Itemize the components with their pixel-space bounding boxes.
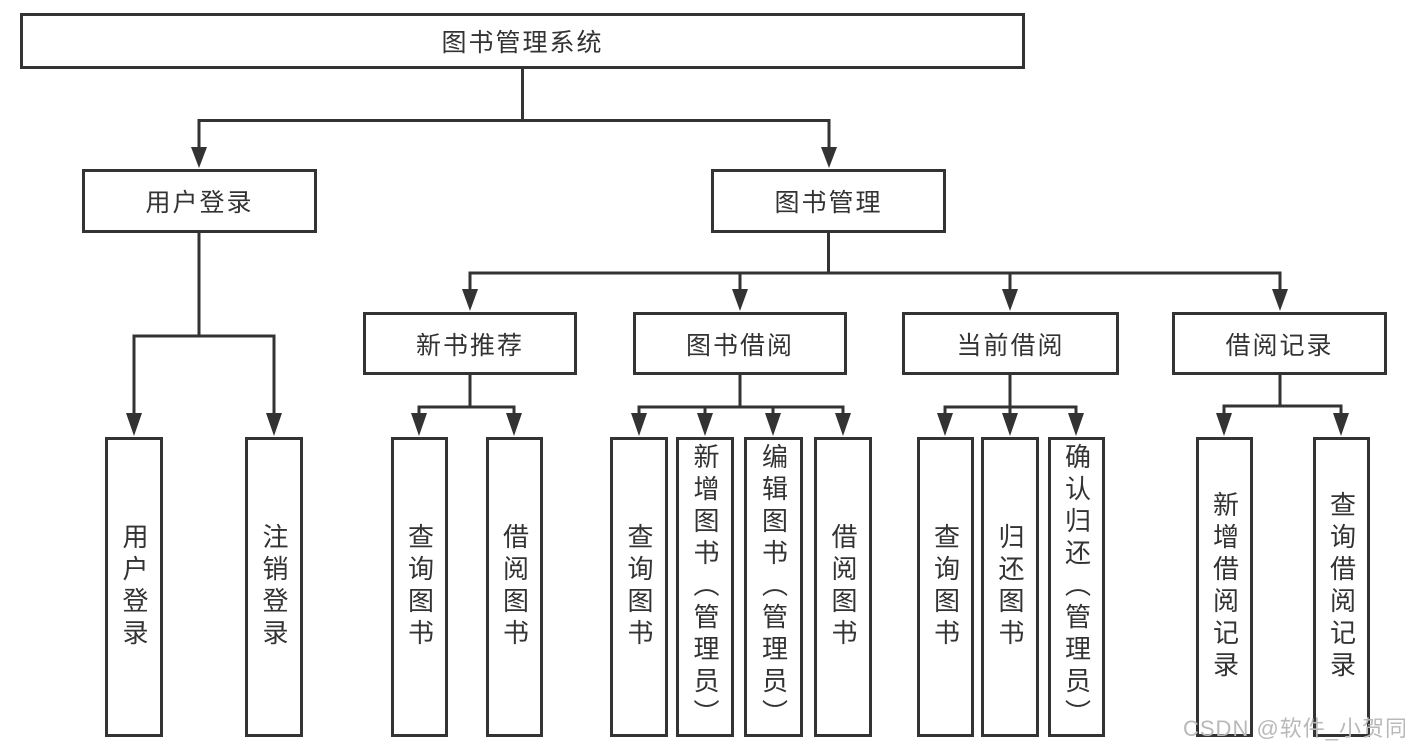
node-recommend-query-books: 查询图书	[391, 437, 448, 737]
connector-root-to-level1	[191, 69, 837, 168]
node-query-borrow-record: 查询借阅记录	[1313, 437, 1370, 737]
node-new-book-recommend: 新书推荐	[363, 312, 577, 375]
node-library-management-system: 图书管理系统	[20, 13, 1025, 69]
csdn-watermark: CSDN @软件_小贺同学	[1183, 716, 1405, 741]
node-borrow-books: 借阅图书	[814, 437, 872, 737]
node-logout: 注销登录	[245, 437, 303, 737]
connector-user-login-to-leaves	[126, 233, 282, 436]
node-user-login-leaf: 用户登录	[105, 437, 163, 737]
node-confirm-return-admin: 确认归还（管理员）	[1048, 437, 1105, 737]
node-book-management: 图书管理	[711, 169, 946, 233]
connector-book-management-to-level2	[462, 233, 1288, 311]
connector-new-book-recommend-to-leaves	[411, 375, 522, 436]
node-current-query-books: 查询图书	[917, 437, 974, 737]
connector-book-borrow-to-leaves	[631, 375, 851, 436]
node-return-books: 归还图书	[981, 437, 1039, 737]
node-edit-books-admin: 编辑图书（管理员）	[744, 437, 803, 737]
node-book-borrow: 图书借阅	[633, 312, 847, 375]
node-user-login: 用户登录	[82, 169, 317, 233]
node-current-borrow: 当前借阅	[902, 312, 1119, 375]
node-add-books-admin: 新增图书（管理员）	[676, 437, 734, 737]
connector-borrow-records-to-leaves	[1216, 375, 1349, 436]
node-add-borrow-record: 新增借阅记录	[1196, 437, 1253, 737]
node-borrow-records: 借阅记录	[1172, 312, 1387, 375]
node-recommend-borrow-books: 借阅图书	[486, 437, 543, 737]
node-borrow-query-books: 查询图书	[610, 437, 668, 737]
connector-current-borrow-to-leaves	[937, 375, 1084, 436]
